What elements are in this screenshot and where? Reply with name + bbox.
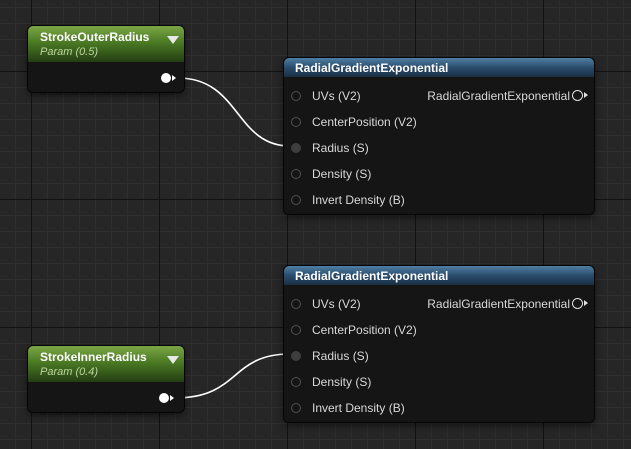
- input-pin-density[interactable]: [291, 377, 301, 387]
- input-label-center-position: CenterPosition (V2): [312, 115, 417, 129]
- pin-row-uvs: UVs (V2) RadialGradientExponential: [284, 296, 594, 314]
- param-node-title: StrokeOuterRadius: [40, 30, 150, 44]
- param-node-stroke-inner-radius[interactable]: StrokeInnerRadius Param (0.4): [28, 346, 184, 412]
- input-pin-invert-density[interactable]: [291, 403, 301, 413]
- function-node-radial-gradient-1[interactable]: RadialGradientExponential UVs (V2) Radia…: [284, 58, 594, 214]
- param-node-header[interactable]: StrokeOuterRadius Param (0.5): [28, 26, 184, 62]
- input-label-radius: Radius (S): [312, 349, 369, 363]
- pin-row-density: Density (S): [284, 374, 594, 392]
- pin-row-center-position: CenterPosition (V2): [284, 114, 594, 132]
- function-node-title: RadialGradientExponential: [295, 61, 449, 75]
- param-node-subtitle: Param (0.4): [40, 366, 99, 378]
- input-pin-center-position[interactable]: [291, 325, 301, 335]
- input-label-center-position: CenterPosition (V2): [312, 323, 417, 337]
- pin-row-invert-density: Invert Density (B): [284, 400, 594, 418]
- input-label-density: Density (S): [312, 167, 372, 181]
- input-pin-density[interactable]: [291, 169, 301, 179]
- input-label-invert-density: Invert Density (B): [312, 193, 405, 207]
- input-pin-uvs[interactable]: [291, 91, 301, 101]
- input-pin-radius[interactable]: [291, 351, 301, 361]
- input-label-density: Density (S): [312, 375, 372, 389]
- output-pin[interactable]: [159, 393, 174, 403]
- input-label-invert-density: Invert Density (B): [312, 401, 405, 415]
- input-label-uvs: UVs (V2): [312, 297, 361, 311]
- output-pin[interactable]: [572, 298, 588, 309]
- input-pin-uvs[interactable]: [291, 299, 301, 309]
- function-node-header[interactable]: RadialGradientExponential: [284, 266, 594, 285]
- param-node-title: StrokeInnerRadius: [40, 350, 147, 364]
- param-node-subtitle: Param (0.5): [40, 46, 99, 58]
- pin-row-uvs: UVs (V2) RadialGradientExponential: [284, 88, 594, 106]
- pin-row-invert-density: Invert Density (B): [284, 192, 594, 210]
- input-label-uvs: UVs (V2): [312, 89, 361, 103]
- input-pin-center-position[interactable]: [291, 117, 301, 127]
- dropdown-arrow-icon[interactable]: [167, 356, 179, 364]
- pin-row-center-position: CenterPosition (V2): [284, 322, 594, 340]
- output-label: RadialGradientExponential: [427, 297, 570, 311]
- wire-inner-radius: [174, 353, 291, 399]
- pin-row-radius: Radius (S): [284, 140, 594, 158]
- function-node-title: RadialGradientExponential: [295, 269, 449, 283]
- output-pin[interactable]: [572, 90, 588, 101]
- output-pin[interactable]: [161, 73, 176, 83]
- pin-row-radius: Radius (S): [284, 348, 594, 366]
- input-label-radius: Radius (S): [312, 141, 369, 155]
- function-node-radial-gradient-2[interactable]: RadialGradientExponential UVs (V2) Radia…: [284, 266, 594, 422]
- input-pin-radius[interactable]: [291, 143, 301, 153]
- pin-row-density: Density (S): [284, 166, 594, 184]
- wire-outer-radius: [177, 77, 291, 147]
- param-node-header[interactable]: StrokeInnerRadius Param (0.4): [28, 346, 184, 382]
- function-node-header[interactable]: RadialGradientExponential: [284, 58, 594, 77]
- output-label: RadialGradientExponential: [427, 89, 570, 103]
- param-node-stroke-outer-radius[interactable]: StrokeOuterRadius Param (0.5): [28, 26, 184, 92]
- dropdown-arrow-icon[interactable]: [167, 36, 179, 44]
- input-pin-invert-density[interactable]: [291, 195, 301, 205]
